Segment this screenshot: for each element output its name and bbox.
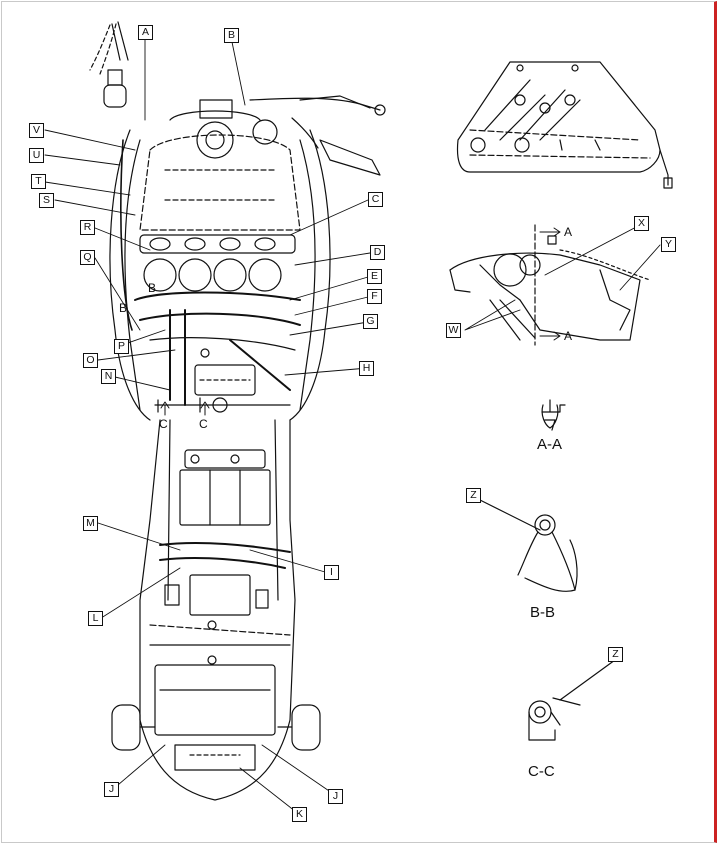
- callout-o: O: [83, 353, 98, 368]
- callout-b: B: [224, 28, 239, 43]
- callout-v: V: [29, 123, 44, 138]
- callout-s: S: [39, 193, 54, 208]
- motorcycle-top-view: [89, 21, 386, 801]
- callout-y: Y: [661, 237, 676, 252]
- callout-z-cc: Z: [608, 647, 623, 662]
- callout-w: W: [446, 323, 461, 338]
- callout-r: R: [80, 220, 95, 235]
- section-mark-c-2: C: [199, 417, 208, 431]
- callout-n: N: [101, 369, 116, 384]
- callout-q: Q: [80, 250, 95, 265]
- callout-u: U: [29, 148, 44, 163]
- cowl-detail: [456, 61, 673, 189]
- callout-z-bb: Z: [466, 488, 481, 503]
- callout-c: C: [368, 192, 383, 207]
- callout-p: P: [114, 339, 129, 354]
- callout-a: A: [138, 25, 153, 40]
- throttle-detail: [449, 224, 661, 346]
- callout-k: K: [292, 807, 307, 822]
- clip-b-b: [479, 499, 578, 592]
- section-title-c-c: C-C: [528, 763, 555, 780]
- callout-f: F: [367, 289, 382, 304]
- section-title-a-a: A-A: [537, 436, 563, 453]
- callout-t: T: [31, 174, 46, 189]
- callout-j-right: J: [328, 789, 343, 804]
- callout-x: X: [634, 216, 649, 231]
- callout-l: L: [88, 611, 103, 626]
- callout-h: H: [359, 361, 374, 376]
- callout-i: I: [324, 565, 339, 580]
- callout-j-left: J: [104, 782, 119, 797]
- clip-c-c: [528, 659, 616, 741]
- clip-a-a: [541, 399, 566, 431]
- callout-d: D: [370, 245, 385, 260]
- callout-e: E: [367, 269, 382, 284]
- leader-lines: [44, 39, 371, 816]
- section-mark-a-1: A: [564, 225, 573, 239]
- section-mark-b-2: B: [119, 301, 128, 315]
- section-mark-b-1: B: [148, 281, 157, 295]
- section-mark-c-1: C: [159, 417, 168, 431]
- section-mark-a-2: A: [564, 329, 573, 343]
- section-title-b-b: B-B: [530, 604, 556, 621]
- callout-m: M: [83, 516, 98, 531]
- callout-g: G: [363, 314, 378, 329]
